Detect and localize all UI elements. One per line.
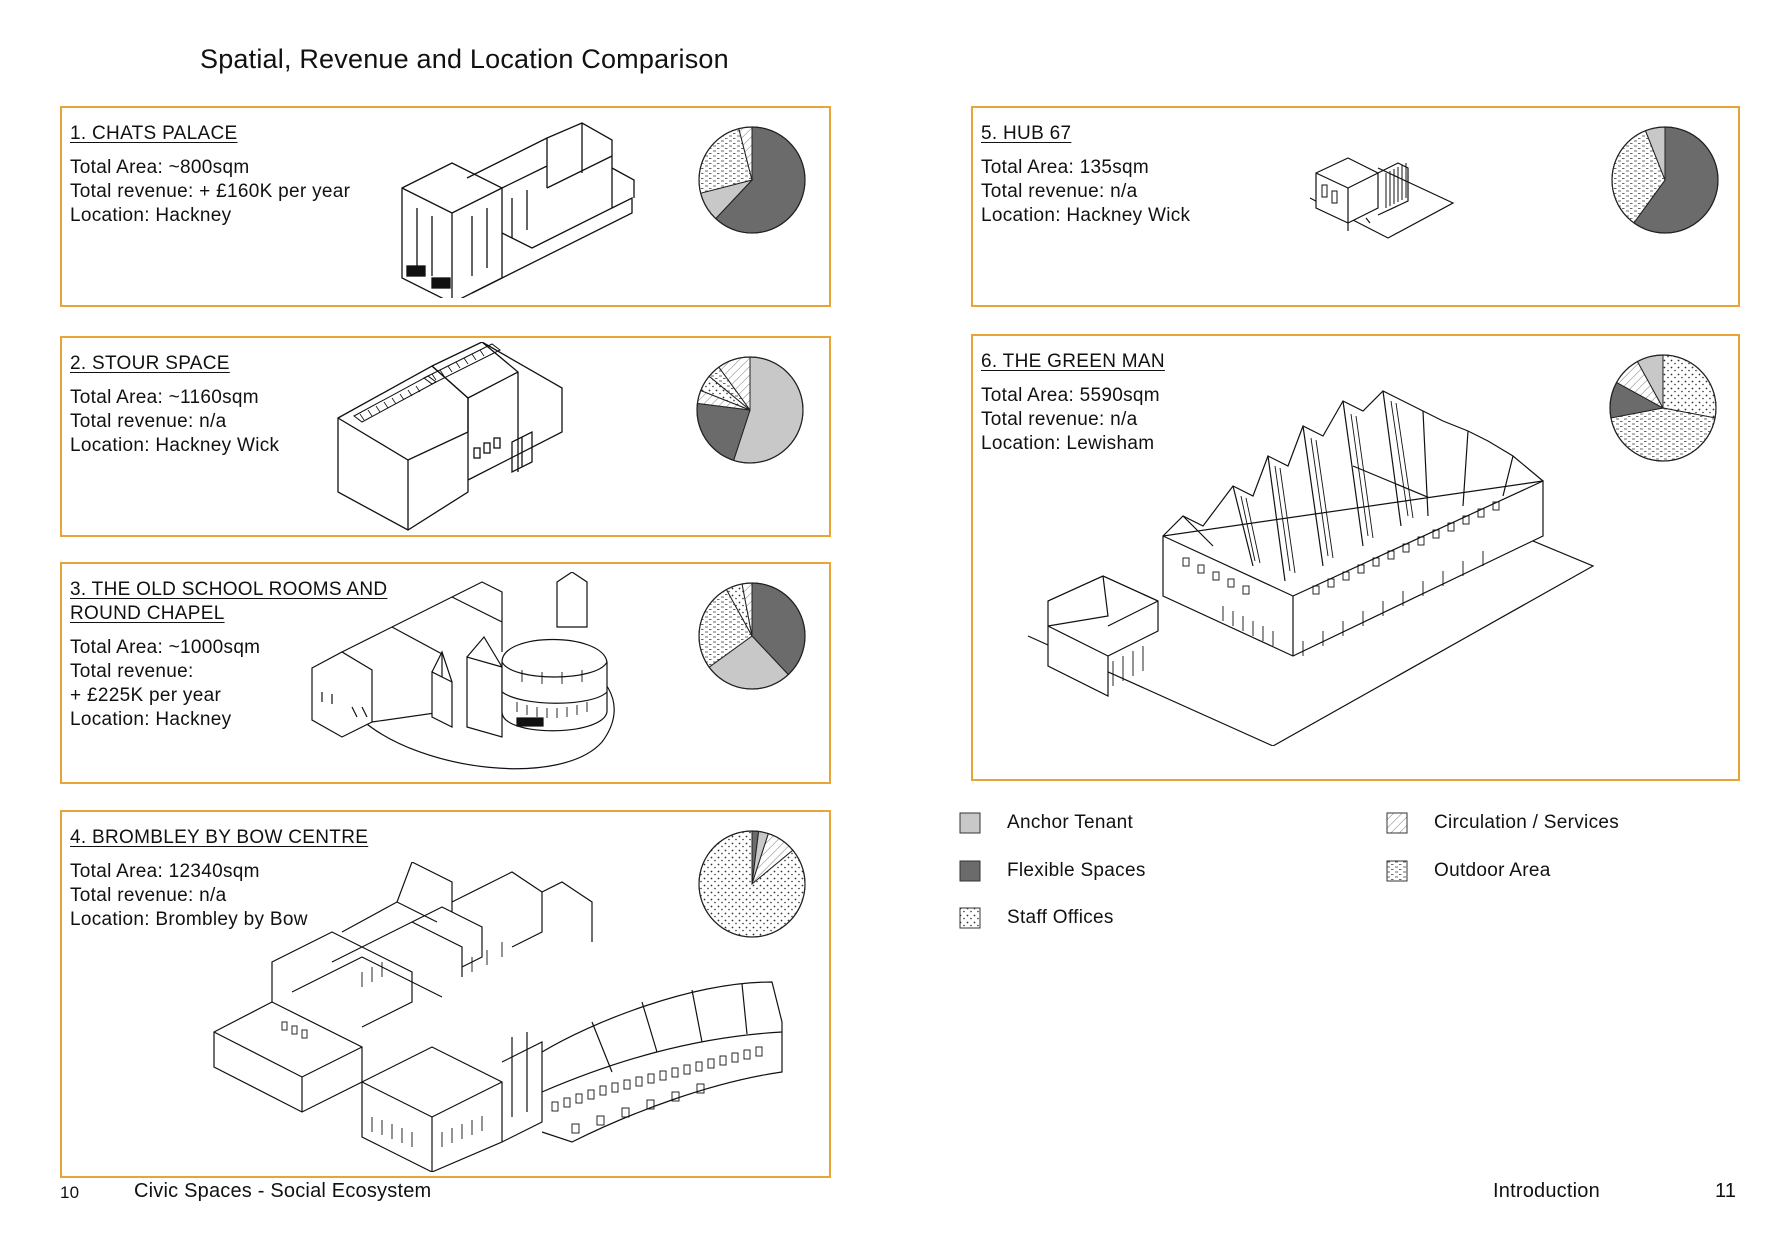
- card-info: 3. THE OLD SCHOOL ROOMS AND ROUND CHAPEL…: [70, 578, 387, 732]
- total-revenue: Total revenue: n/a: [981, 409, 1138, 430]
- legend-item-staff-offices: Staff Offices: [959, 907, 1114, 929]
- pie-slice-outdoor-area: [1610, 407, 1716, 462]
- stour-space-isometric-drawing: [337, 342, 563, 531]
- location: Location: Brombley by Bow: [70, 909, 308, 930]
- outdoor-area-swatch-icon: [1386, 860, 1408, 882]
- card-heading: 2. STOUR SPACE: [70, 353, 230, 374]
- pie-outline: [698, 582, 806, 690]
- total-revenue: Total revenue: n/a: [70, 411, 227, 432]
- total-area: Total Area: ~1160sqm: [70, 387, 259, 408]
- pie-outline: [698, 126, 806, 234]
- pie-outline: [1609, 354, 1717, 462]
- right-page-number: 11: [1715, 1180, 1737, 1202]
- card-chats-palace: 1. CHATS PALACE Total Area: ~800sqm Tota…: [60, 106, 831, 307]
- anchor-tenant-swatch-icon: [959, 812, 981, 834]
- pie-outline: [1611, 126, 1719, 234]
- total-revenue-value: + £225K per year: [70, 685, 222, 706]
- card-info: 4. BROMBLEY BY BOW CENTRE Total Area: 12…: [70, 826, 368, 932]
- page-title: Spatial, Revenue and Location Comparison: [200, 44, 729, 74]
- card-stour-space: 2. STOUR SPACE Total Area: ~1160sqm Tota…: [60, 336, 831, 537]
- card-heading-line-2: ROUND CHAPEL: [70, 603, 225, 624]
- total-revenue: Total revenue: n/a: [981, 181, 1138, 202]
- left-page-number: 10: [60, 1183, 80, 1202]
- legend-item-flexible-spaces: Flexible Spaces: [959, 860, 1146, 882]
- legend-label: Anchor Tenant: [1007, 812, 1134, 833]
- total-area: Total Area: ~1000sqm: [70, 637, 261, 658]
- location: Location: Hackney Wick: [981, 205, 1191, 226]
- card-info: 2. STOUR SPACE Total Area: ~1160sqm Tota…: [70, 352, 279, 458]
- card-heading-line-1: 3. THE OLD SCHOOL ROOMS AND: [70, 579, 388, 600]
- pie-chart: [698, 126, 806, 234]
- hub-67-isometric-drawing: [1309, 157, 1455, 239]
- pie-chart: [696, 356, 804, 464]
- brombley-by-bow-centre-isometric-drawing: [213, 862, 783, 1172]
- total-revenue-label: Total revenue:: [70, 661, 194, 682]
- pie-outline: [696, 356, 804, 464]
- legend-label: Circulation / Services: [1434, 812, 1620, 833]
- the-green-man-isometric-drawing: [1027, 390, 1595, 746]
- card-info: 1. CHATS PALACE Total Area: ~800sqm Tota…: [70, 122, 350, 228]
- total-revenue: Total revenue: n/a: [70, 885, 227, 906]
- location: Location: Hackney: [70, 205, 232, 226]
- card-heading: 6. THE GREEN MAN: [981, 351, 1165, 372]
- circulation-services-swatch-icon: [1386, 812, 1408, 834]
- old-school-rooms-round-chapel-isometric-drawing: [311, 572, 615, 770]
- pie-chart: [1609, 354, 1717, 462]
- pie-chart: [1611, 126, 1719, 234]
- pie-chart: [698, 830, 806, 938]
- left-running-title: Civic Spaces - Social Ecosystem: [134, 1180, 432, 1202]
- legend-item-circulation-services: Circulation / Services: [1386, 812, 1619, 834]
- total-area: Total Area: 12340sqm: [70, 861, 260, 882]
- card-the-green-man: 6. THE GREEN MAN Total Area: 5590sqm Tot…: [971, 334, 1740, 781]
- card-old-school-rooms: 3. THE OLD SCHOOL ROOMS AND ROUND CHAPEL…: [60, 562, 831, 784]
- card-heading: 1. CHATS PALACE: [70, 123, 238, 144]
- pie-slice-staff-offices: [1662, 354, 1717, 419]
- total-area: Total Area: ~800sqm: [70, 157, 250, 178]
- staff-offices-swatch-icon: [959, 907, 981, 929]
- total-revenue: Total revenue: + £160K per year: [70, 181, 351, 202]
- right-running-title: Introduction: [1493, 1180, 1600, 1202]
- pie-chart: [698, 582, 806, 690]
- card-heading: 4. BROMBLEY BY BOW CENTRE: [70, 827, 369, 848]
- total-area: Total Area: 5590sqm: [981, 385, 1160, 406]
- legend-item-outdoor-area: Outdoor Area: [1386, 860, 1551, 882]
- card-info: 6. THE GREEN MAN Total Area: 5590sqm Tot…: [981, 350, 1165, 456]
- legend-item-anchor-tenant: Anchor Tenant: [959, 812, 1133, 834]
- flexible-spaces-swatch-icon: [959, 860, 981, 882]
- total-area: Total Area: 135sqm: [981, 157, 1150, 178]
- card-info: 5. HUB 67 Total Area: 135sqm Total reven…: [981, 122, 1190, 228]
- location: Location: Hackney: [70, 709, 232, 730]
- chats-palace-isometric-drawing: [401, 122, 635, 298]
- legend-label: Staff Offices: [1007, 907, 1114, 928]
- location: Location: Lewisham: [981, 433, 1155, 454]
- legend-label: Flexible Spaces: [1007, 860, 1146, 881]
- location: Location: Hackney Wick: [70, 435, 280, 456]
- pie-outline: [698, 830, 806, 938]
- card-heading: 5. HUB 67: [981, 123, 1072, 144]
- card-hub-67: 5. HUB 67 Total Area: 135sqm Total reven…: [971, 106, 1740, 307]
- card-brombley-by-bow: 4. BROMBLEY BY BOW CENTRE Total Area: 12…: [60, 810, 831, 1178]
- legend-label: Outdoor Area: [1434, 860, 1551, 881]
